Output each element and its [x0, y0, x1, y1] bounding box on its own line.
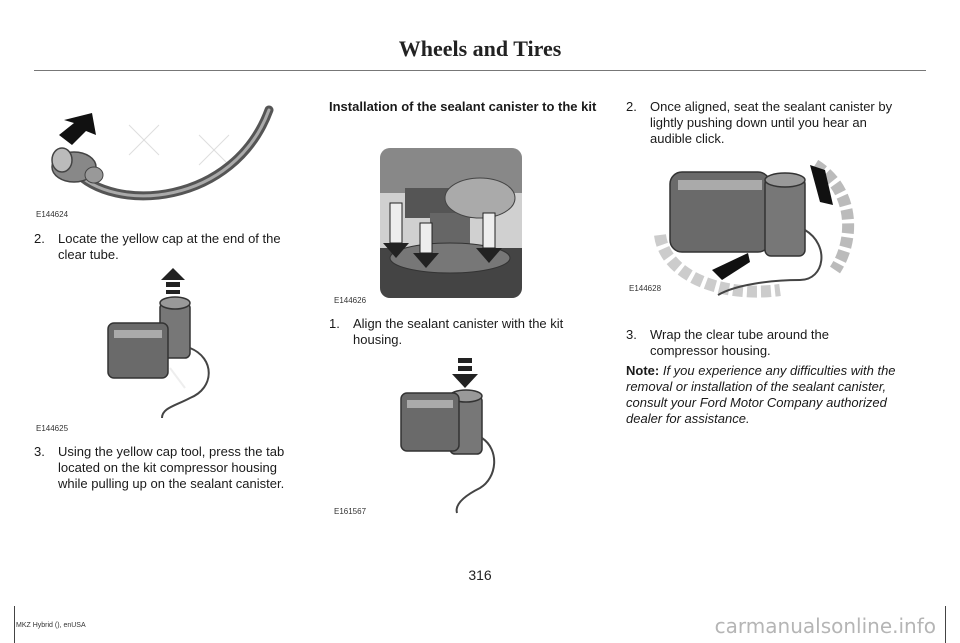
figure-e144625 — [100, 268, 260, 428]
step-number: 2. — [626, 99, 637, 114]
step-2: 2. Locate the yellow cap at the end of t… — [34, 231, 304, 263]
crop-mark-left — [14, 606, 15, 643]
step-3: 3. Using the yellow cap tool, press the … — [34, 444, 306, 492]
figure-code: E144628 — [629, 284, 662, 293]
watermark: carmanualsonline.info — [714, 614, 936, 638]
step-text: Locate the yellow cap at the end of the … — [58, 231, 281, 262]
step-number: 3. — [626, 327, 637, 342]
step-3: 3. Wrap the clear tube around the compre… — [626, 327, 886, 359]
step-text: Once aligned, seat the sealant canister … — [650, 99, 893, 146]
note-paragraph: Note: If you experience any difficulties… — [626, 363, 896, 427]
crop-mark-right — [945, 606, 946, 643]
step-text: Wrap the clear tube around the compresso… — [650, 327, 829, 358]
figure-code: E144626 — [334, 296, 367, 305]
figure-e144628 — [640, 160, 860, 300]
header-divider — [34, 70, 926, 71]
step-number: 3. — [34, 444, 45, 459]
figure-code: E161567 — [334, 507, 367, 516]
step-text: Using the yellow cap tool, press the tab… — [58, 444, 285, 491]
figure-e161567 — [395, 358, 525, 518]
figure-code: E144624 — [36, 210, 69, 219]
step-1: 1. Align the sealant canister with the k… — [329, 316, 599, 348]
note-text: If you experience any difficulties with … — [626, 363, 896, 426]
step-number: 1. — [329, 316, 340, 331]
step-text: Align the sealant canister with the kit … — [353, 316, 564, 347]
figure-e144626 — [380, 148, 522, 298]
note-label: Note: — [626, 363, 660, 378]
step-number: 2. — [34, 231, 45, 246]
page-title: Wheels and Tires — [398, 36, 562, 61]
figure-e144624 — [34, 95, 279, 220]
figure-code: E144625 — [36, 424, 69, 433]
doc-info: MKZ Hybrid (), enUSA — [16, 622, 86, 629]
page-number: 316 — [468, 567, 492, 583]
step-2: 2. Once aligned, seat the sealant canist… — [626, 99, 896, 147]
section-heading: Installation of the sealant canister to … — [329, 99, 597, 114]
